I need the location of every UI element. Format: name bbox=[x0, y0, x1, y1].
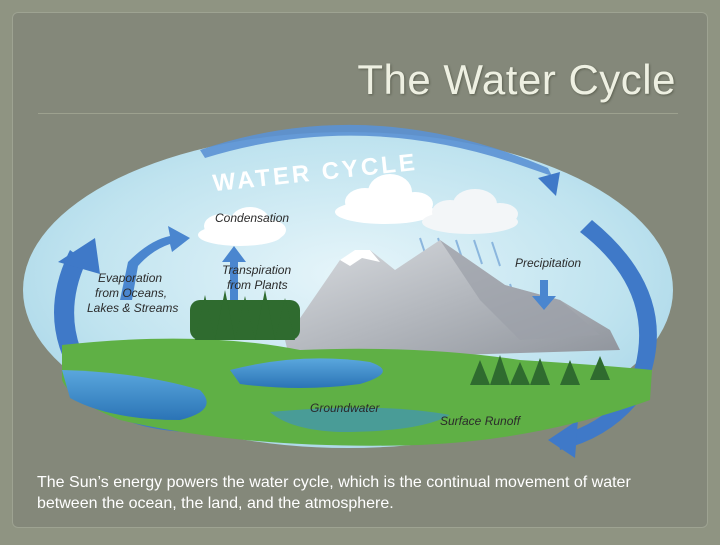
surface-runoff-label: Surface Runoff bbox=[440, 414, 522, 428]
slide-caption: The Sun’s energy powers the water cycle,… bbox=[37, 474, 631, 512]
cycle-arrow-right bbox=[538, 172, 560, 196]
cycle-arrow-left-head bbox=[58, 238, 100, 274]
title-divider bbox=[38, 113, 678, 114]
cycle-arrow-right-head bbox=[548, 420, 578, 458]
condensation-label: Condensation bbox=[215, 211, 289, 225]
evaporation-line-3: Lakes & Streams bbox=[87, 301, 178, 315]
cloud-right bbox=[422, 189, 518, 234]
evaporation-line-1: Evaporation bbox=[98, 271, 162, 285]
groundwater-label: Groundwater bbox=[310, 401, 380, 415]
transpiration-line-2: from Plants bbox=[227, 278, 288, 292]
evaporation-line-2: from Oceans, bbox=[95, 286, 167, 300]
transpiration-line-1: Transpiration bbox=[222, 263, 291, 277]
groundwater-layer bbox=[270, 407, 450, 432]
transpiration-label: Transpiration from Plants bbox=[222, 263, 294, 292]
forest-left bbox=[190, 290, 300, 340]
cycle-arrow-top bbox=[200, 124, 552, 176]
precipitation-arrow bbox=[532, 280, 556, 310]
cloud-top bbox=[335, 174, 435, 224]
precipitation-label: Precipitation bbox=[515, 256, 581, 270]
mountain-snow bbox=[340, 250, 380, 266]
lake bbox=[230, 358, 383, 388]
ocean bbox=[62, 370, 207, 420]
transpiration-arrow bbox=[222, 246, 246, 300]
forest-right bbox=[470, 355, 610, 385]
ground-land bbox=[62, 338, 652, 446]
cloud-left bbox=[198, 207, 286, 246]
mountain-shadow bbox=[440, 240, 600, 340]
evaporation-arrow bbox=[120, 226, 190, 300]
slide-title: The Water Cycle bbox=[357, 56, 676, 103]
evaporation-label: Evaporation from Oceans, Lakes & Streams bbox=[87, 271, 178, 315]
